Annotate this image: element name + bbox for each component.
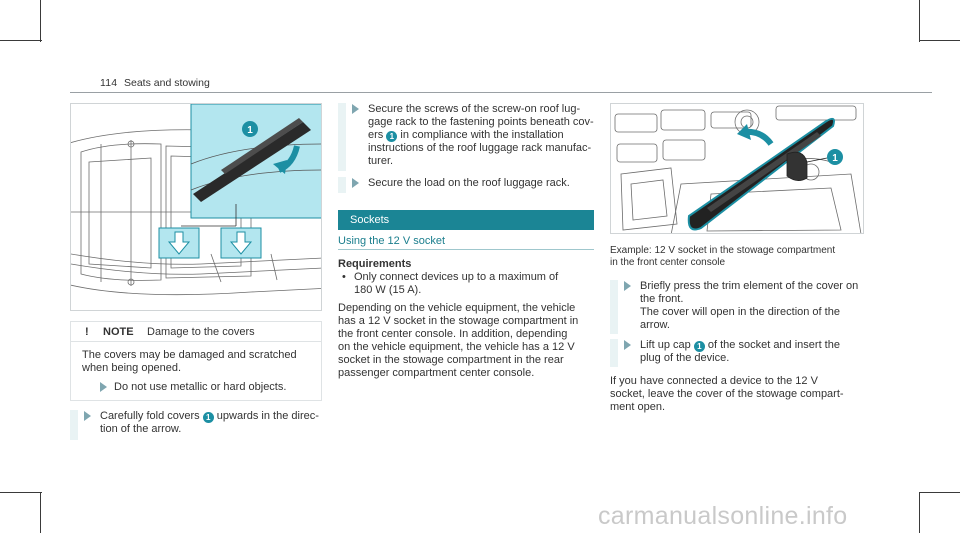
socket-cover-illustration: 1 <box>614 105 862 233</box>
step-bar <box>610 280 618 334</box>
note-body-line: when being opened. <box>82 362 182 374</box>
step-text-line: Lift up cap 1 of the socket and insert t… <box>640 339 840 352</box>
requirement-line: 180 W (15 A). <box>354 284 422 296</box>
paragraph-line: on the vehicle equipment, the vehicle ha… <box>338 341 575 353</box>
step-arrow-icon <box>352 178 359 188</box>
paragraph-line: socket, leave the cover of the stowage c… <box>610 388 844 400</box>
crop-mark <box>40 0 41 42</box>
socket-figure: 1 <box>610 103 864 234</box>
step-text-line: ers 1 in compliance with the installatio… <box>368 129 564 142</box>
step-text-line: The cover will open in the direction of … <box>640 306 840 318</box>
bullet-icon: • <box>342 271 346 283</box>
paragraph-line: If you have connected a device to the 12… <box>610 375 818 387</box>
page-section-title: Seats and stowing <box>124 77 210 89</box>
note-subtitle: Damage to the covers <box>147 326 255 338</box>
note-step-text: Do not use metallic or hard objects. <box>114 381 287 393</box>
crop-mark <box>919 40 960 41</box>
subsection-heading: Using the 12 V socket <box>338 235 446 247</box>
step-arrow-icon <box>624 340 631 350</box>
figure-caption: Example: 12 V socket in the stowage comp… <box>610 245 836 268</box>
warning-icon: ! <box>85 326 89 338</box>
note-header: ! NOTE Damage to the covers <box>71 322 321 342</box>
watermark: carmanualsonline.info <box>598 502 848 530</box>
section-title: Sockets <box>350 214 390 226</box>
step-bar <box>338 177 346 193</box>
requirement-line: Only connect devices up to a maximum of <box>354 271 559 283</box>
header-rule <box>70 92 932 93</box>
sockets-paragraph: Depending on the vehicle equipment, the … <box>338 302 598 380</box>
step-bar <box>338 103 346 171</box>
callout-badge-1: 1 <box>386 131 398 142</box>
step-text-line: gage rack to the fastening points beneat… <box>368 116 594 128</box>
crop-mark <box>919 0 920 42</box>
step-press-trim: Briefly press the trim element of the co… <box>610 280 870 334</box>
step-fold-covers: Carefully fold covers 1 upwards in the d… <box>70 410 322 440</box>
callout-badge-1: 1 <box>693 341 705 352</box>
step-arrow-icon <box>84 411 91 421</box>
step-text-line: turer. <box>368 155 394 167</box>
crop-mark <box>40 492 41 533</box>
callout-1: 1 <box>832 153 838 164</box>
connected-device-paragraph: If you have connected a device to the 12… <box>610 375 870 414</box>
callout-1: 1 <box>247 125 253 136</box>
page-number: 114 <box>100 77 118 89</box>
note-box: ! NOTE Damage to the covers The covers m… <box>70 321 322 401</box>
step-arrow-icon <box>352 104 359 114</box>
paragraph-line: passenger compartment center console. <box>338 367 535 379</box>
crop-mark <box>919 492 920 533</box>
step-text-line: tion of the arrow. <box>100 423 182 435</box>
note-title: NOTE <box>103 326 134 338</box>
paragraph-line: Depending on the vehicle equipment, the … <box>338 302 576 314</box>
requirements-title: Requirements <box>338 258 412 270</box>
step-bar <box>610 339 618 367</box>
paragraph-line: has a 12 V socket in the stowage compart… <box>338 315 579 327</box>
crop-mark <box>0 492 42 493</box>
step-bar <box>70 410 78 440</box>
subsection-rule <box>338 249 594 250</box>
section-header-sockets: Sockets <box>338 210 594 230</box>
step-text-line: Briefly press the trim element of the co… <box>640 280 859 292</box>
roof-rack-cover-illustration: 1 <box>71 104 321 296</box>
crop-mark <box>0 40 42 41</box>
step-arrow-icon <box>624 281 631 291</box>
step-text-line: Secure the load on the roof luggage rack… <box>368 177 570 189</box>
step-text-line: instructions of the roof luggage rack ma… <box>368 142 592 154</box>
step-arrow-icon <box>100 382 107 392</box>
crop-mark <box>919 492 960 493</box>
note-body-line: The covers may be damaged and scratched <box>82 349 297 361</box>
step-secure-screws: Secure the screws of the screw-on roof l… <box>338 103 594 171</box>
step-text-line: plug of the device. <box>640 352 730 364</box>
roof-rack-figure: 1 <box>70 103 322 311</box>
step-lift-cap: Lift up cap 1 of the socket and insert t… <box>610 339 870 367</box>
step-text-line: Carefully fold covers 1 upwards in the d… <box>100 410 319 423</box>
paragraph-line: ment open. <box>610 401 666 413</box>
paragraph-line: socket in the stowage compartment in the… <box>338 354 564 366</box>
step-text-line: Secure the screws of the screw-on roof l… <box>368 103 581 115</box>
paragraph-line: the front center console. In addition, d… <box>338 328 568 340</box>
step-secure-load: Secure the load on the roof luggage rack… <box>338 177 594 193</box>
callout-badge-1: 1 <box>202 412 214 423</box>
step-text-line: the front. <box>640 293 684 305</box>
step-text-line: arrow. <box>640 319 670 331</box>
note-step: Do not use metallic or hard objects. <box>82 381 312 394</box>
